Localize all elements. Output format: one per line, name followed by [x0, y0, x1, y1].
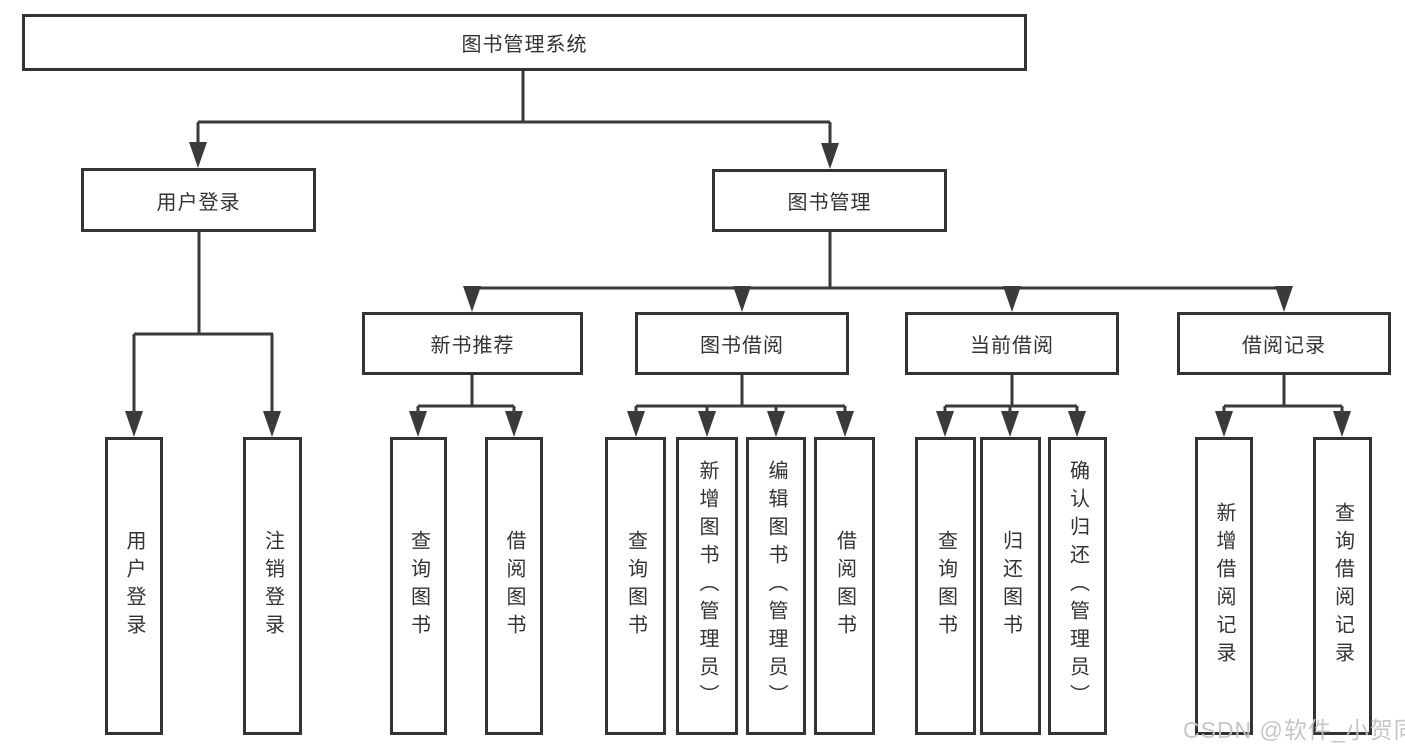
- node-label: 当前借阅: [970, 335, 1054, 357]
- leaf-label: 编辑图书（管理员）: [765, 460, 787, 712]
- leaf-label: 用户登录: [123, 530, 145, 642]
- leaf-label: 查询图书: [934, 530, 957, 642]
- leaf-query-borrow-record: 查询借阅记录: [1313, 437, 1372, 735]
- leaf-user-login: 用户登录: [105, 437, 163, 735]
- node-book-borrowing: 图书借阅: [635, 312, 849, 375]
- arrowhead-icons: [125, 142, 1351, 437]
- leaf-label: 注销登录: [261, 530, 284, 642]
- leaf-add-borrow-record: 新增借阅记录: [1195, 437, 1253, 735]
- leaf-label: 确认归还（管理员）: [1066, 460, 1089, 712]
- leaf-borrow-books: 借阅图书: [814, 437, 875, 735]
- node-label: 图书管理: [787, 192, 872, 214]
- node-label: 用户登录: [156, 191, 241, 214]
- leaf-edit-books-admin: 编辑图书（管理员）: [746, 437, 806, 735]
- connector-edges: [132, 71, 1344, 415]
- leaf-label: 新增借阅记录: [1213, 502, 1235, 670]
- node-user-login: 用户登录: [81, 168, 316, 232]
- leaf-label: 查询图书: [624, 530, 647, 642]
- node-library-management-system: 图书管理系统: [22, 14, 1027, 71]
- leaf-confirm-return-admin: 确认归还（管理员）: [1048, 437, 1107, 735]
- node-new-book-recommendation: 新书推荐: [362, 312, 583, 375]
- leaf-add-books-admin: 新增图书（管理员）: [676, 437, 738, 735]
- node-label: 借阅记录: [1242, 335, 1326, 357]
- leaf-query-books: 查询图书: [390, 437, 447, 735]
- leaf-label: 查询借阅记录: [1331, 502, 1354, 670]
- node-label: 图书借阅: [700, 335, 784, 357]
- leaf-label: 归还图书: [999, 530, 1022, 642]
- leaf-logout: 注销登录: [243, 437, 302, 735]
- leaf-label: 借阅图书: [503, 530, 525, 642]
- leaf-return-books: 归还图书: [980, 437, 1041, 735]
- node-label: 图书管理系统: [461, 34, 588, 56]
- leaf-label: 新增图书（管理员）: [696, 460, 718, 712]
- csdn-watermark: CSDN @软件_小贺同学: [1183, 717, 1405, 743]
- node-borrowing-records: 借阅记录: [1177, 312, 1391, 375]
- node-label: 新书推荐: [430, 335, 515, 357]
- leaf-query-books: 查询图书: [605, 437, 666, 735]
- leaf-label: 借阅图书: [833, 530, 856, 642]
- leaf-borrow-books: 借阅图书: [485, 437, 543, 735]
- node-current-borrowing: 当前借阅: [905, 312, 1119, 375]
- leaf-label: 查询图书: [407, 530, 430, 642]
- leaf-query-books: 查询图书: [915, 437, 976, 735]
- node-book-management: 图书管理: [712, 169, 947, 232]
